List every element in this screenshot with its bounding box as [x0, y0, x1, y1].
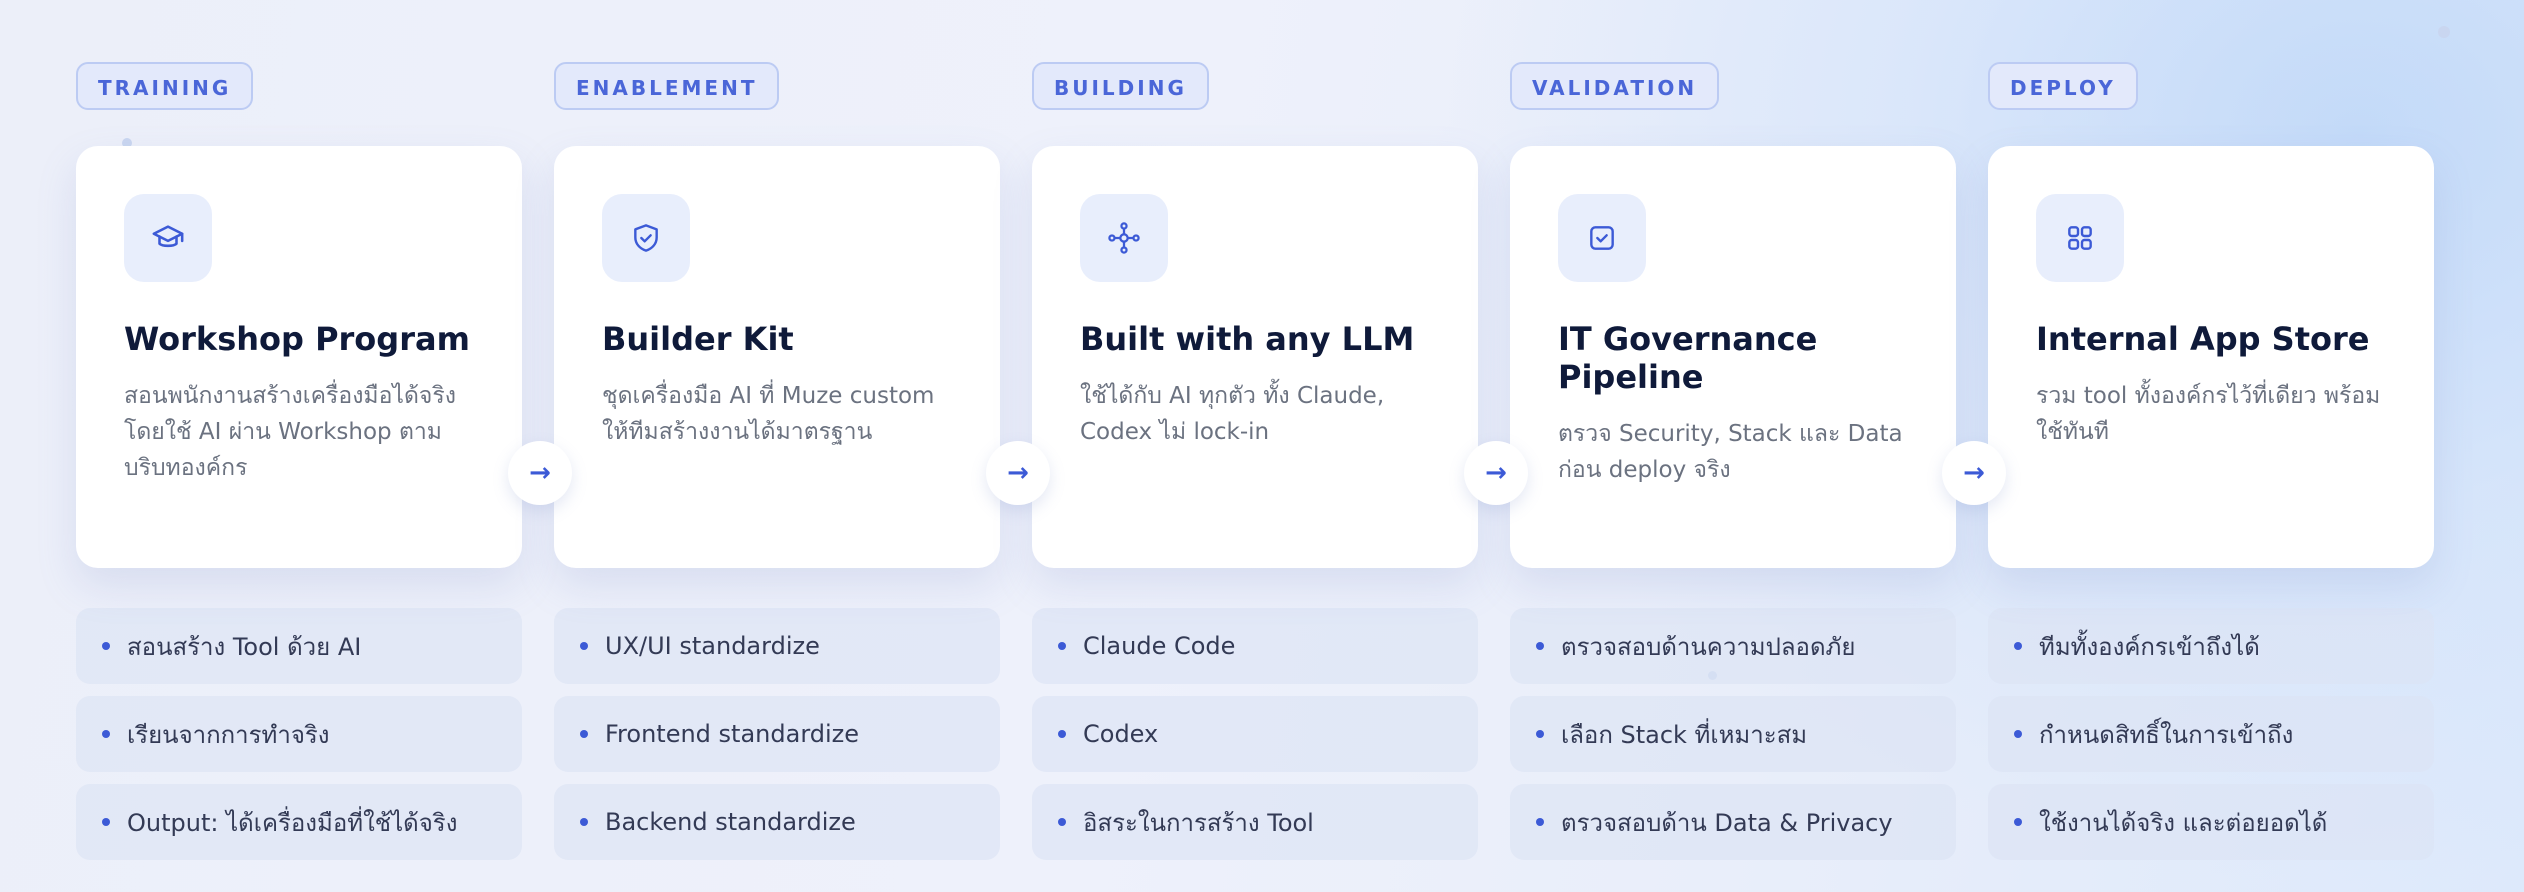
bullet-icon	[2014, 818, 2022, 826]
bullet-icon	[1058, 818, 1066, 826]
list-item-label: Backend standardize	[605, 808, 856, 836]
list-item-label: เรียนจากการทำจริง	[127, 720, 330, 749]
list-item: Codex	[1032, 696, 1478, 772]
list-item-label: กำหนดสิทธิ์ในการเข้าถึง	[2039, 720, 2294, 749]
arrow-right-icon: →	[508, 441, 572, 505]
stage-tag: BUILDING	[1032, 62, 1209, 110]
list-item: ทีมทั้งองค์กรเข้าถึงได้	[1988, 608, 2434, 684]
shield-check-icon	[602, 194, 690, 282]
list-item-label: Output: ได้เครื่องมือที่ใช้ได้จริง	[127, 808, 458, 837]
list-item-label: Frontend standardize	[605, 720, 860, 748]
card-title: IT Governance Pipeline	[1558, 320, 1818, 396]
stage-training: TRAINING Workshop Program สอนพนักงานสร้า…	[76, 62, 572, 860]
card-title: Workshop Program	[124, 320, 470, 358]
list-item: Output: ได้เครื่องมือที่ใช้ได้จริง	[76, 784, 522, 860]
bullet-icon	[102, 642, 110, 650]
list-item: ตรวจสอบด้านความปลอดภัย	[1510, 608, 1956, 684]
stage-items: ตรวจสอบด้านความปลอดภัย เลือก Stack ที่เห…	[1510, 608, 1956, 860]
checkbox-icon	[1558, 194, 1646, 282]
stage-card: Workshop Program สอนพนักงานสร้างเครื่องม…	[76, 146, 522, 568]
list-item: สอนสร้าง Tool ด้วย AI	[76, 608, 522, 684]
list-item-label: ตรวจสอบด้านความปลอดภัย	[1561, 632, 1856, 661]
stage-enablement: ENABLEMENT Builder Kit ชุดเครื่องมือ AI …	[554, 62, 1050, 860]
bullet-icon	[1536, 642, 1544, 650]
list-item: เลือก Stack ที่เหมาะสม	[1510, 696, 1956, 772]
list-item-label: ทีมทั้งองค์กรเข้าถึงได้	[2039, 632, 2260, 661]
card-description: ตรวจ Security, Stack และ Data ก่อน deplo…	[1558, 421, 1903, 483]
stage-items: ทีมทั้งองค์กรเข้าถึงได้ กำหนดสิทธิ์ในการ…	[1988, 608, 2434, 860]
list-item-label: ใช้งานได้จริง และต่อยอดได้	[2039, 808, 2328, 837]
list-item: อิสระในการสร้าง Tool	[1032, 784, 1478, 860]
list-item-label: Claude Code	[1083, 632, 1236, 660]
stage-tag: DEPLOY	[1988, 62, 2138, 110]
app-grid-icon	[2036, 194, 2124, 282]
bullet-icon	[1058, 730, 1066, 738]
stage-items: สอนสร้าง Tool ด้วย AI เรียนจากการทำจริง …	[76, 608, 522, 860]
list-item-label: เลือก Stack ที่เหมาะสม	[1561, 720, 1808, 749]
card-title: Internal App Store	[2036, 320, 2370, 358]
stage-card: Internal App Store รวม tool ทั้งองค์กรไว…	[1988, 146, 2434, 568]
bullet-icon	[102, 818, 110, 826]
stage-validation: VALIDATION IT Governance Pipeline ตรวจ S…	[1510, 62, 2006, 860]
list-item: กำหนดสิทธิ์ในการเข้าถึง	[1988, 696, 2434, 772]
list-item: Claude Code	[1032, 608, 1478, 684]
list-item: ตรวจสอบด้าน Data & Privacy	[1510, 784, 1956, 860]
stage-card: Builder Kit ชุดเครื่องมือ AI ที่ Muze cu…	[554, 146, 1000, 568]
list-item: เรียนจากการทำจริง	[76, 696, 522, 772]
stage-card: IT Governance Pipeline ตรวจ Security, St…	[1510, 146, 1956, 568]
arrow-right-icon: →	[986, 441, 1050, 505]
arrow-right-icon: →	[1942, 441, 2006, 505]
list-item: ใช้งานได้จริง และต่อยอดได้	[1988, 784, 2434, 860]
list-item: UX/UI standardize	[554, 608, 1000, 684]
bullet-icon	[1058, 642, 1066, 650]
stage-tag: TRAINING	[76, 62, 254, 110]
bullet-icon	[1536, 818, 1544, 826]
list-item: Backend standardize	[554, 784, 1000, 860]
bullet-icon	[2014, 642, 2022, 650]
decor-dot	[122, 138, 132, 148]
list-item-label: สอนสร้าง Tool ด้วย AI	[127, 632, 362, 661]
list-item-label: ตรวจสอบด้าน Data & Privacy	[1561, 808, 1893, 837]
list-item: Frontend standardize	[554, 696, 1000, 772]
bullet-icon	[580, 642, 588, 650]
card-description: ใช้ได้กับ AI ทุกตัว ทั้ง Claude, Codex ไ…	[1080, 383, 1385, 445]
bullet-icon	[2014, 730, 2022, 738]
stage-items: Claude Code Codex อิสระในการสร้าง Tool	[1032, 608, 1478, 860]
card-description: ชุดเครื่องมือ AI ที่ Muze custom ให้ทีมส…	[602, 383, 935, 445]
card-description: สอนพนักงานสร้างเครื่องมือได้จริง โดยใช้ …	[124, 383, 456, 481]
list-item-label: Codex	[1083, 720, 1159, 748]
card-title: Built with any LLM	[1080, 320, 1415, 358]
stage-card: Built with any LLM ใช้ได้กับ AI ทุกตัว ท…	[1032, 146, 1478, 568]
stage-items: UX/UI standardize Frontend standardize B…	[554, 608, 1000, 860]
stage-building: BUILDING Built with any LLM ใช้ได้กับ AI…	[1032, 62, 1528, 860]
card-title: Builder Kit	[602, 320, 794, 358]
bullet-icon	[102, 730, 110, 738]
stage-tag: ENABLEMENT	[554, 62, 780, 110]
graduation-cap-icon	[124, 194, 212, 282]
bullet-icon	[1536, 730, 1544, 738]
arrow-right-icon: →	[1464, 441, 1528, 505]
bullet-icon	[580, 818, 588, 826]
card-description: รวม tool ทั้งองค์กรไว้ที่เดียว พร้อมใช้ท…	[2036, 383, 2381, 445]
network-icon	[1080, 194, 1168, 282]
decor-dot	[2438, 26, 2450, 38]
stage-deploy: DEPLOY Internal App Store รวม tool ทั้งอ…	[1988, 62, 2434, 860]
pipeline-stages: TRAINING Workshop Program สอนพนักงานสร้า…	[76, 62, 2434, 860]
stage-tag: VALIDATION	[1510, 62, 1720, 110]
bullet-icon	[580, 730, 588, 738]
list-item-label: อิสระในการสร้าง Tool	[1083, 808, 1314, 837]
list-item-label: UX/UI standardize	[605, 632, 820, 660]
